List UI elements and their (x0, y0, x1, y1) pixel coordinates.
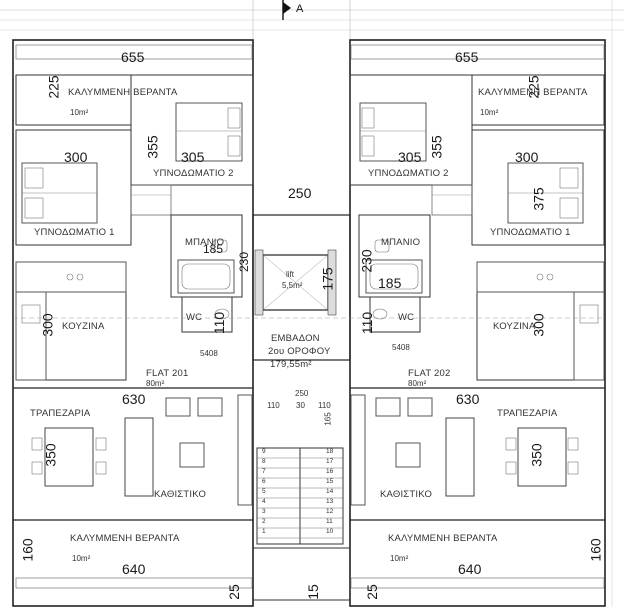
stair-step-label: 9 (262, 448, 266, 455)
stair-step-label: 8 (262, 458, 266, 465)
stair-left-numbers: 9 8 7 6 5 4 3 2 1 (262, 448, 276, 538)
stair-step-label: 5 (262, 488, 266, 495)
dim-veranda-br-depth: 160 (587, 538, 604, 562)
living-right-label: ΚΑΘΙΣΤΙΚΟ (380, 489, 433, 500)
dim-top-right-width: 655 (455, 49, 479, 65)
dim-bottom-b: 15 (304, 584, 321, 600)
dim-veranda-bl-depth: 160 (19, 538, 36, 562)
level-left: 5408 (200, 349, 218, 358)
floor-area-title: ΕΜΒΑΔΟΝ (271, 333, 320, 344)
stair-step-label: 1 (262, 528, 266, 535)
stair-step-label: 6 (262, 478, 266, 485)
stair-step-label: 10 (326, 528, 334, 535)
dim-bed2-right-w: 305 (398, 149, 422, 165)
wc-right-label: WC (398, 312, 415, 323)
living-left-label: ΚΑΘΙΣΤΙΚΟ (154, 489, 207, 500)
kitchen-left-label: ΚΟΥΖΙΝΑ (62, 321, 105, 332)
stair-step-label: 12 (326, 508, 334, 515)
stair-step-label: 16 (326, 468, 334, 475)
dim-top-left-width: 655 (121, 49, 145, 65)
flat-left-area: 80m² (146, 379, 165, 388)
kitchen-right-label: ΚΟΥΖΙΝΑ (493, 321, 536, 332)
dim-living-left-w: 630 (122, 391, 146, 407)
veranda-label-tl: ΚΑΛΥΜΜΕΝΗ ΒΕΡΑΝΤΑ (68, 87, 178, 98)
dim-dining-right-d: 350 (528, 443, 545, 467)
floor-area-value: 179,55m² (270, 359, 312, 370)
section-label: A (296, 3, 304, 15)
veranda-label-tr: ΚΑΛΥΜΜΕΝΗ ΒΕΡΑΝΤΑ (478, 87, 588, 98)
flat-right-label: FLAT 202 (408, 368, 451, 379)
dim-bed1-right-w: 300 (515, 149, 539, 165)
dining-right-label: ΤΡΑΠΕΖΑΡΙΑ (497, 408, 558, 419)
dim-corridor-w: 250 (288, 185, 312, 201)
veranda-area-tl: 10m² (70, 108, 89, 117)
lift-label: lift (286, 270, 294, 279)
dim-bed1-right-d: 375 (530, 187, 547, 211)
dim-veranda-tl-depth: 225 (45, 75, 62, 99)
dim-bath-left-d: 230 (237, 251, 252, 273)
level-right: 5408 (392, 343, 410, 352)
bedroom2-left-label: ΥΠΝΟΔΩΜΑΤΙΟ 2 (153, 168, 234, 179)
flat-left-label: FLAT 201 (146, 368, 189, 379)
dim-bottom-c: 25 (363, 584, 380, 600)
veranda-label-br: ΚΑΛΥΜΜΕΝΗ ΒΕΡΑΝΤΑ (388, 533, 498, 544)
bedroom2-right-label: ΥΠΝΟΔΩΜΑΤΙΟ 2 (368, 168, 449, 179)
dim-bed2-left-d: 355 (144, 135, 161, 159)
stair-step-label: 15 (326, 478, 334, 485)
veranda-label-bl: ΚΑΛΥΜΜΕΝΗ ΒΕΡΑΝΤΑ (70, 533, 180, 544)
veranda-area-br: 10m² (390, 554, 409, 563)
stair-step-label: 14 (326, 488, 334, 495)
wc-left-label: WC (186, 312, 203, 323)
dim-bed2-right-d: 355 (428, 135, 445, 159)
veranda-area-tr: 10m² (480, 108, 499, 117)
dim-lift-d: 175 (319, 267, 336, 291)
dim-bath-left-w: 185 (203, 242, 224, 256)
dim-stair-c: 110 (318, 401, 331, 410)
dim-bath-right-d: 230 (358, 249, 375, 273)
bedroom1-right-label: ΥΠΝΟΔΩΜΑΤΙΟ 1 (490, 227, 571, 238)
stair-step-label: 17 (326, 458, 334, 465)
stair-step-label: 13 (326, 498, 334, 505)
bathroom-left-label: ΜΠΑΝΙΟ (185, 237, 225, 248)
stair-step-label: 18 (326, 448, 334, 455)
dim-wc-right-w: 110 (359, 311, 376, 335)
dim-living-right-w: 630 (456, 391, 480, 407)
flat-right-area: 80m² (408, 379, 427, 388)
dim-stair-d: 30 (296, 401, 305, 410)
stair-right-numbers: 18 17 16 15 14 13 12 11 10 (326, 448, 340, 538)
dim-stair-b: 250 (295, 389, 309, 398)
dim-stair-e: 165 (323, 412, 333, 426)
dim-bottom-left-width: 640 (122, 561, 146, 577)
stair-step-label: 2 (262, 518, 266, 525)
dining-left-label: ΤΡΑΠΕΖΑΡΙΑ (30, 408, 91, 419)
dim-bottom-right-width: 640 (458, 561, 482, 577)
stair-step-label: 7 (262, 468, 266, 475)
floor-area-sub: 2ου ΟΡΟΦΟΥ (268, 346, 331, 357)
stair-step-label: 11 (326, 518, 333, 525)
dim-kitchen-right-d: 300 (530, 313, 547, 337)
dim-wc-left-w: 110 (211, 311, 228, 335)
stair-step-label: 4 (262, 498, 266, 505)
lift-area: 5,5m² (282, 281, 303, 290)
dim-bed2-left-w: 305 (181, 149, 205, 165)
dim-bottom-a: 25 (225, 584, 242, 600)
dim-stair-a: 110 (267, 401, 280, 410)
dim-bed1-left-w: 300 (64, 149, 88, 165)
veranda-area-bl: 10m² (72, 554, 91, 563)
dim-kitchen-left-d: 300 (39, 313, 56, 337)
dim-bath-right-w: 185 (378, 275, 402, 291)
stair-step-label: 3 (262, 508, 266, 515)
bedroom1-left-label: ΥΠΝΟΔΩΜΑΤΙΟ 1 (34, 227, 115, 238)
dim-dining-left-d: 350 (42, 443, 59, 467)
bathroom-right-label: ΜΠΑΝΙΟ (381, 237, 421, 248)
